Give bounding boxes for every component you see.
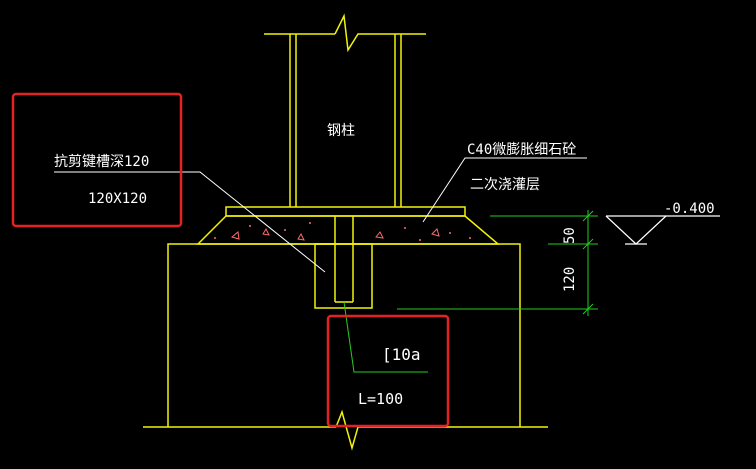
steel-column — [264, 13, 426, 207]
shear-key-label: 抗剪键槽深120 — [54, 154, 149, 170]
grout-hatch — [230, 227, 440, 241]
level-label: -0.400 — [664, 201, 715, 217]
channel-highlight-box — [326, 314, 450, 428]
shear-key-pocket — [314, 216, 373, 309]
grout-layer-label: 二次浇灌层 — [470, 177, 540, 193]
grout-dots — [214, 222, 471, 241]
grout-layer — [196, 215, 501, 245]
grout-material-label: C40微膨胀细石砼 — [467, 141, 576, 158]
column-label: 钢柱 — [327, 123, 355, 139]
level-marker — [605, 215, 720, 245]
length-label: L=100 — [358, 390, 403, 408]
channel-label: [10a — [382, 345, 421, 364]
dimension-lines — [397, 210, 598, 316]
leader-lines — [54, 157, 587, 273]
shear-key-highlight-box — [11, 92, 183, 228]
shear-key-size-label: 120X120 — [88, 191, 147, 207]
channel-leader — [343, 301, 428, 373]
concrete-foundation — [143, 243, 548, 451]
dimension-lower-label: 120 — [562, 267, 578, 292]
base-plate — [225, 206, 466, 217]
dimension-upper-label: 50 — [562, 227, 578, 244]
